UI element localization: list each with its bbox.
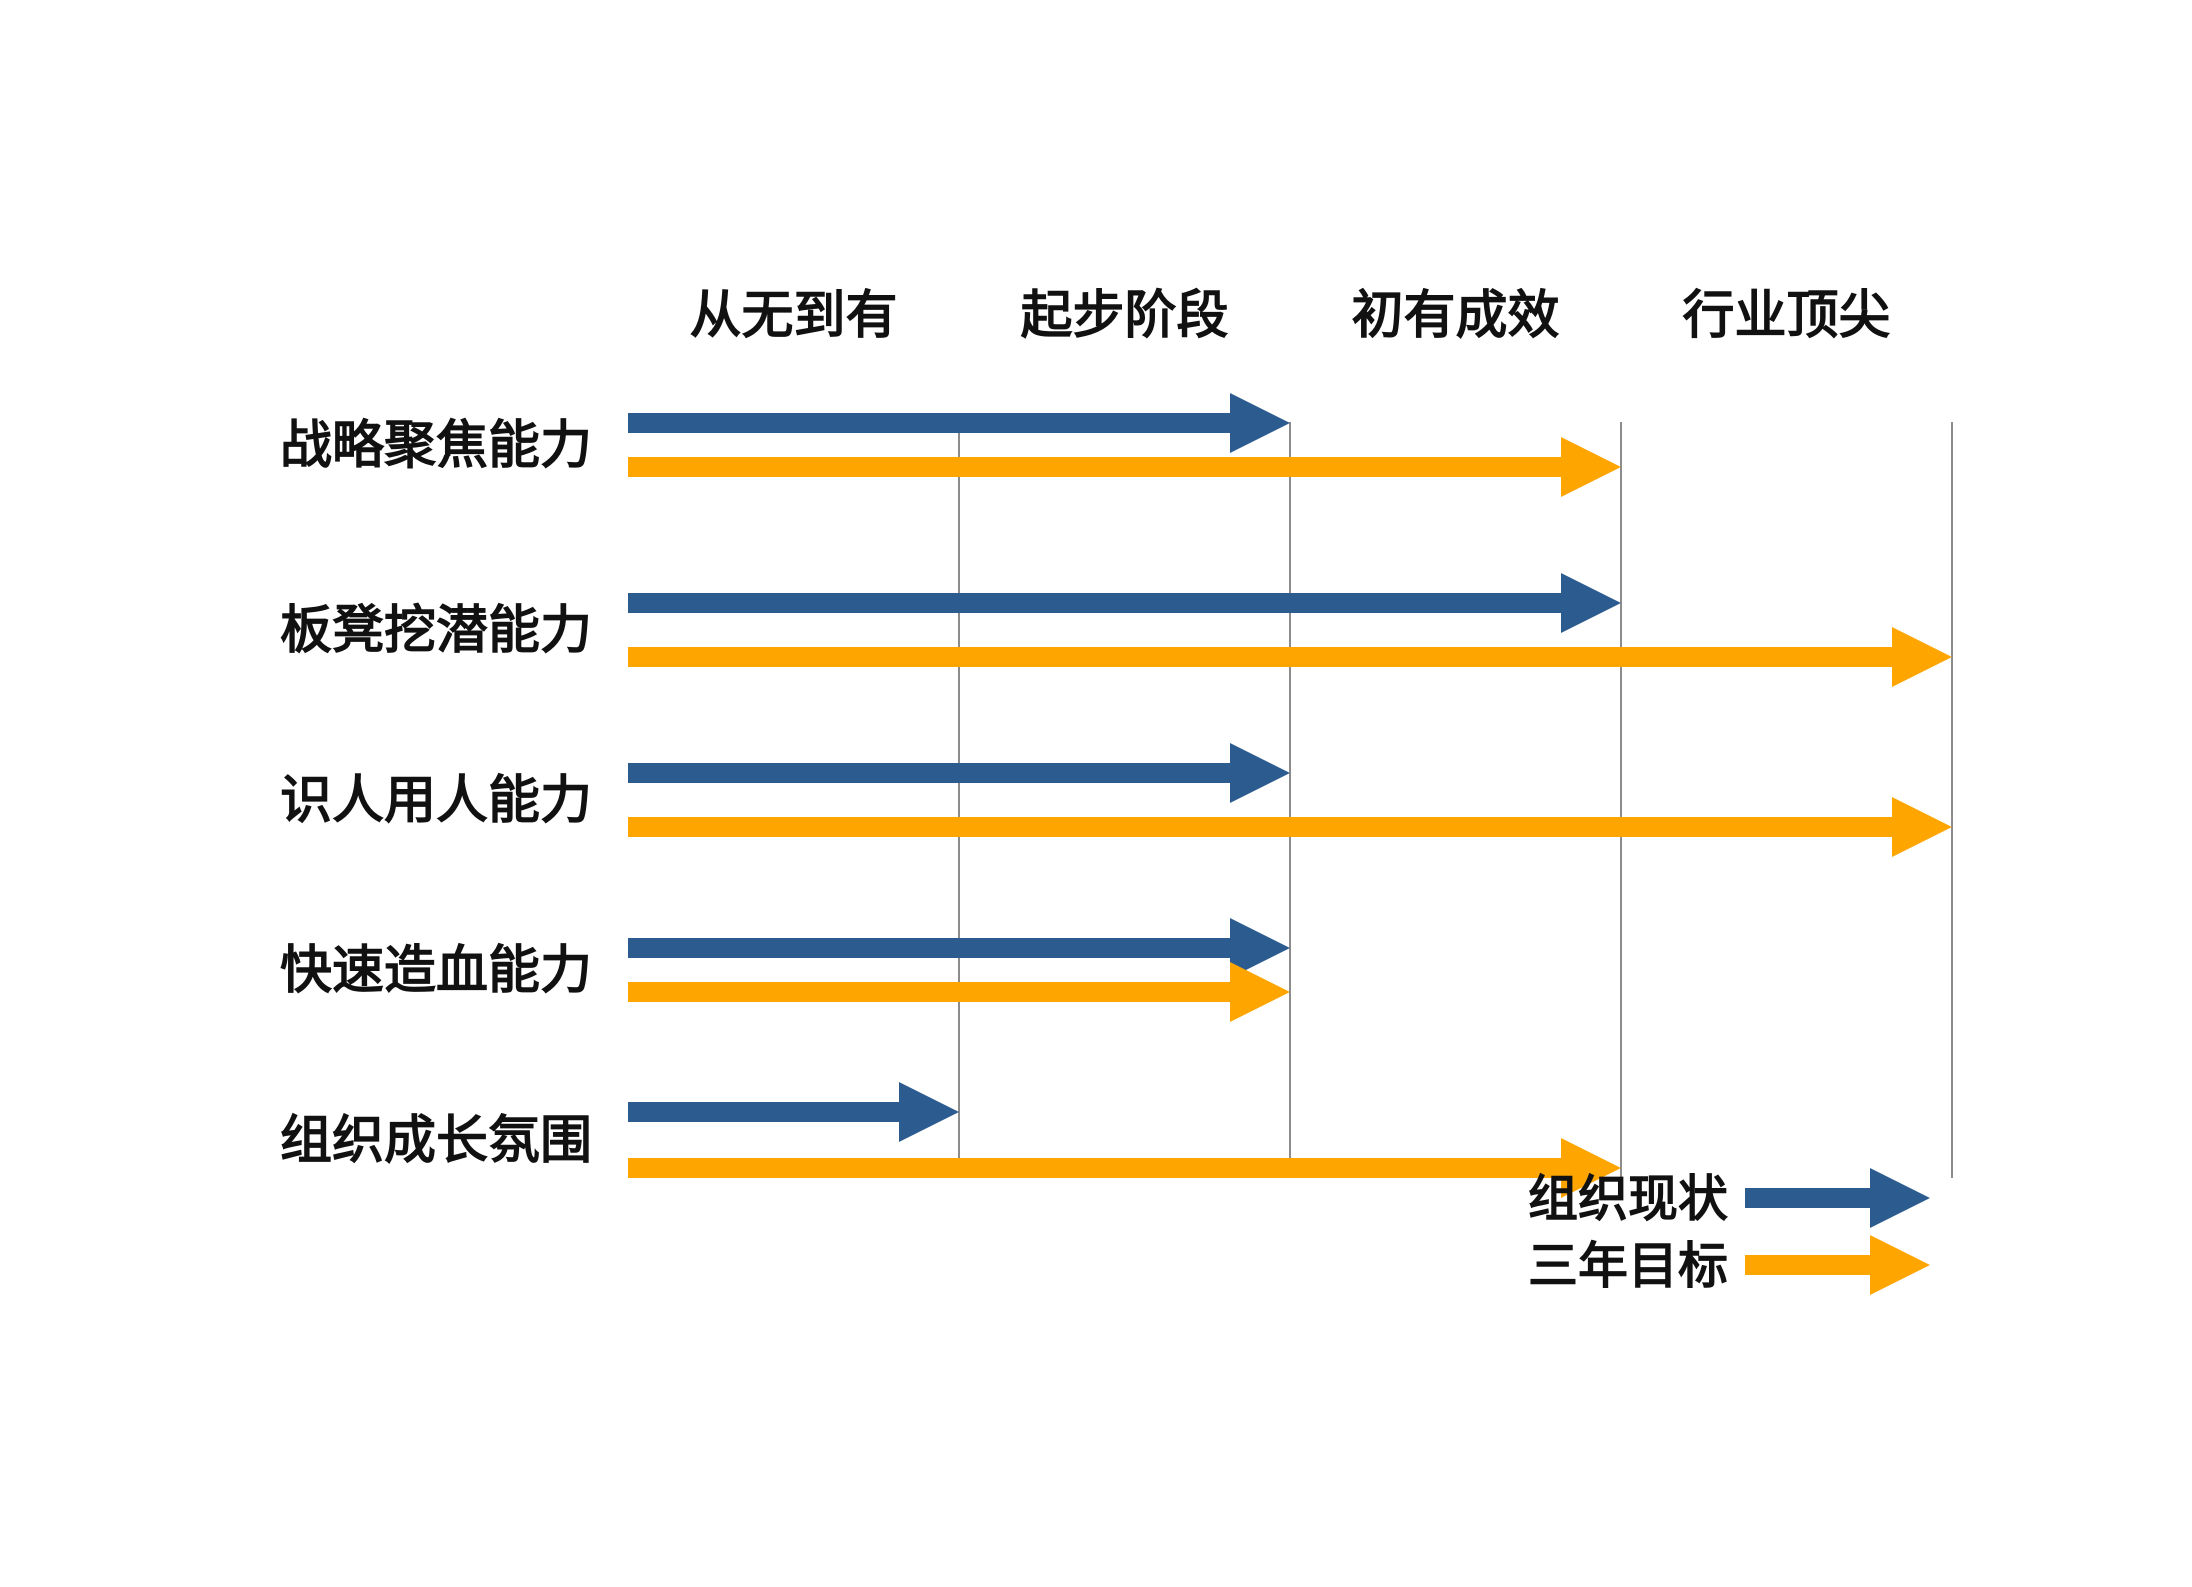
category-label: 战略聚焦能力	[280, 416, 592, 476]
current-arrow	[628, 743, 1290, 803]
current-arrow	[628, 393, 1290, 453]
stage-label: 行业顶尖	[1682, 286, 1890, 346]
legend-arrow-icon	[1745, 1168, 1930, 1228]
legend-arrow-icon	[1745, 1235, 1930, 1295]
current-arrow	[628, 573, 1621, 633]
category-label: 板凳挖潜能力	[280, 601, 592, 661]
target-arrow	[628, 1138, 1621, 1198]
category-label: 识人用人能力	[280, 771, 592, 831]
legend-label: 组织现状	[1528, 1170, 1729, 1228]
stage-label: 初有成效	[1351, 286, 1559, 346]
category-label: 快速造血能力	[280, 941, 592, 1001]
target-arrow	[628, 627, 1952, 687]
category-label: 组织成长氛围	[280, 1111, 592, 1171]
current-arrow	[628, 918, 1290, 978]
legend-label: 三年目标	[1528, 1237, 1728, 1295]
stage-gridlines	[958, 422, 1953, 1178]
stage-label: 从无到有	[689, 286, 897, 346]
target-arrow	[628, 797, 1952, 857]
target-arrow	[628, 962, 1290, 1022]
current-arrow	[628, 1082, 959, 1142]
target-arrow	[628, 437, 1621, 497]
stage-label: 起步阶段	[1020, 286, 1228, 346]
stage-labels: 从无到有 起步阶段 初有成效 行业顶尖	[689, 286, 1890, 346]
series-arrows	[628, 393, 1952, 1198]
